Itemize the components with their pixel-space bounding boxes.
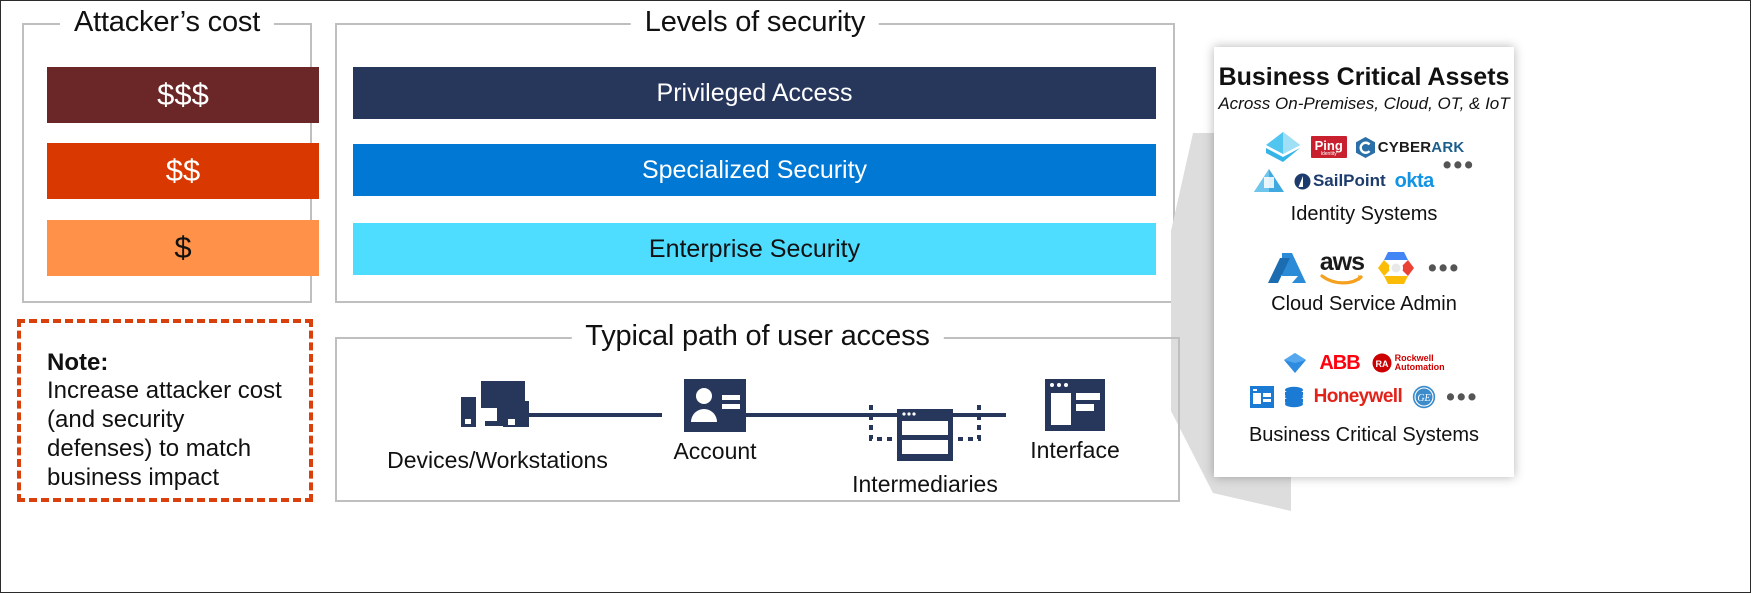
identity-logo-row-2: SailPoint okta •••	[1253, 153, 1475, 198]
path-node-account: Account	[625, 379, 805, 465]
interface-window-icon	[1045, 379, 1105, 431]
asset-group-caption-cloud: Cloud Service Admin	[1271, 293, 1457, 315]
identity-ellipsis: •••	[1442, 151, 1476, 179]
assets-panel-title: Business Critical Assets	[1218, 63, 1510, 91]
rockwell-mark-icon: RA	[1372, 353, 1392, 373]
honeywell-logo: Honeywell	[1313, 386, 1403, 407]
path-node-interface: Interface	[955, 379, 1195, 464]
asset-group-cloud: aws •••	[1214, 248, 1514, 316]
aws-smile-icon	[1320, 274, 1363, 285]
path-connector-2	[716, 413, 1006, 417]
path-node-label: Intermediaries	[852, 471, 998, 497]
abb-logo: ABB	[1319, 351, 1360, 374]
assets-panel-subtitle: Across On-Premises, Cloud, OT, & IoT	[1218, 94, 1510, 113]
path-node-label: Interface	[1030, 437, 1120, 463]
sailpoint-mark-icon	[1294, 173, 1311, 189]
aws-logo: aws	[1320, 250, 1365, 285]
level-bar-specialized-security: Specialized Security	[353, 144, 1156, 196]
note-body: Increase attacker cost (and security def…	[47, 377, 282, 491]
google-cloud-logo	[1378, 252, 1414, 284]
identity-logo-row-1: Ping Identity CYBERARK	[1264, 130, 1465, 164]
asset-group-caption-systems: Business Critical Systems	[1248, 424, 1480, 446]
intermediaries-window-icon	[869, 405, 981, 461]
level-bar-privileged-access: Privileged Access	[353, 67, 1156, 119]
interface-tile-icon	[1249, 386, 1274, 408]
typical-path-title: Typical path of user access	[571, 320, 944, 353]
okta-logo: okta	[1394, 169, 1435, 192]
ping-identity-logo: Ping Identity	[1310, 136, 1347, 158]
business-critical-assets-panel: Business Critical Assets Across On-Premi…	[1214, 47, 1514, 477]
path-node-label: Account	[673, 438, 757, 464]
sailpoint-logo: SailPoint	[1294, 171, 1386, 191]
cloud-logo-row: aws •••	[1267, 248, 1461, 288]
note-callout: Note: Increase attacker cost (and securi…	[17, 319, 313, 502]
attacker-cost-bar-high: $$$	[47, 67, 319, 123]
devices-workstation-icon	[460, 381, 529, 427]
path-node-label: Devices/Workstations	[387, 447, 608, 473]
cloud-ellipsis: •••	[1428, 253, 1461, 282]
levels-of-security-title: Levels of security	[630, 6, 880, 39]
asset-group-systems: ABB RA Rockwell Automation	[1214, 346, 1514, 447]
cyberark-mark-icon	[1355, 136, 1375, 158]
level-bar-enterprise-security: Enterprise Security	[353, 223, 1156, 275]
cyberark-logo: CYBERARK	[1355, 136, 1465, 158]
levels-of-security-group: Levels of security Privileged Access Spe…	[335, 6, 1175, 303]
systems-ellipsis: •••	[1446, 382, 1479, 411]
attacker-cost-bar-low: $	[47, 220, 319, 276]
account-badge-icon	[684, 379, 746, 432]
svg-text:RA: RA	[1375, 359, 1388, 369]
attackers-cost-group: Attacker’s cost $$$ $$ $	[22, 6, 319, 303]
rockwell-automation-logo: RA Rockwell Automation	[1372, 353, 1445, 373]
sap-diamond-icon	[1284, 353, 1307, 373]
asset-group-identity: Ping Identity CYBERARK	[1214, 130, 1514, 226]
path-node-intermediaries: Intermediaries	[775, 405, 1075, 498]
svg-text:GE: GE	[1417, 393, 1430, 404]
path-node-devices: Devices/Workstations	[375, 379, 620, 474]
azure-logo	[1267, 252, 1306, 283]
systems-logo-row-1: ABB RA Rockwell Automation	[1283, 346, 1445, 380]
asset-group-caption-identity: Identity Systems	[1290, 203, 1438, 225]
azure-ad-icon	[1265, 132, 1300, 162]
attacker-cost-bar-medium: $$	[47, 143, 319, 199]
aws-iam-icon	[1253, 169, 1284, 192]
database-icon	[1284, 386, 1303, 407]
typical-path-group: Typical path of user access Devices/Work…	[335, 320, 1180, 502]
ge-logo: GE	[1412, 385, 1436, 409]
systems-logo-row-2: Honeywell GE •••	[1249, 380, 1479, 414]
path-connector-1	[515, 413, 662, 417]
note-title: Note:	[47, 349, 109, 376]
attackers-cost-title: Attacker’s cost	[59, 6, 275, 39]
